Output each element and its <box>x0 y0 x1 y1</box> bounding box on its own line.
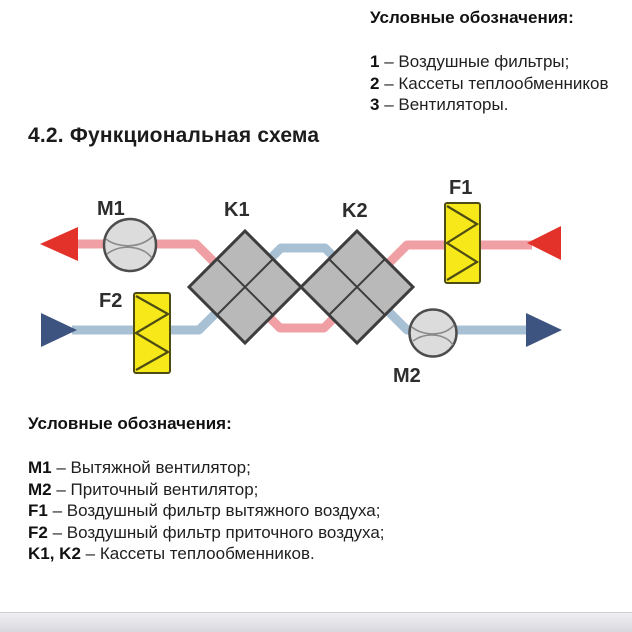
filter-f1 <box>444 202 481 284</box>
fan-m1 <box>102 217 158 273</box>
exhaust-in-arrow-icon <box>527 226 561 260</box>
exhaust-out-arrow-icon <box>40 227 78 261</box>
diagram-label-f1: F1 <box>449 177 472 199</box>
bottom-bar <box>0 612 632 632</box>
diagram-label-k1: K1 <box>224 199 250 221</box>
top-legend: Условные обозначения: 1 – Воздушные филь… <box>370 8 609 116</box>
legend-item: M2 – Приточный вентилятор; <box>28 479 385 501</box>
legend-item: 3 – Вентиляторы. <box>370 94 609 116</box>
legend-item: K1, K2 – Кассеты теплообменников. <box>28 543 385 565</box>
legend-item-key: 3 <box>370 95 380 115</box>
heat-exchanger-divider <box>328 258 386 316</box>
legend-item-key: 1 <box>370 52 380 71</box>
heat-exchanger-divider <box>216 258 274 316</box>
legend-item: F2 – Воздушный фильтр приточного воздуха… <box>28 522 385 544</box>
diagram-label-k2: K2 <box>342 200 368 222</box>
fan-blade-icon <box>106 246 153 259</box>
legend-item-text: – Кассеты теплообменников <box>384 73 609 93</box>
legend-item-text: – Вентиляторы. <box>384 95 509 115</box>
filter-zigzag-icon <box>444 205 480 281</box>
legend-item-text: – Воздушные фильтры; <box>384 52 570 71</box>
exhaust-air-line <box>76 239 532 333</box>
legend-item-key: K1, K2 <box>28 544 81 564</box>
legend-item-text: – Кассеты теплообменников. <box>85 544 315 564</box>
legend-item: 1 – Воздушные фильтры; <box>370 51 609 73</box>
bottom-legend-items: M1 – Вытяжной вентилятор; M2 – Приточный… <box>28 457 385 565</box>
top-legend-title: Условные обозначения: <box>370 8 574 27</box>
legend-item-key: F2 <box>28 522 48 542</box>
legend-item-text: – Вытяжной вентилятор; <box>56 458 251 477</box>
legend-item: 2 – Кассеты теплообменников <box>370 73 609 95</box>
legend-item-key: 2 <box>370 73 380 93</box>
diagram-label-m1: M1 <box>97 198 125 220</box>
legend-item-text: – Воздушный фильтр приточного воздуха; <box>52 522 385 542</box>
fan-blade-icon <box>411 324 455 335</box>
fan-body <box>408 308 458 358</box>
diagram-label-m2: M2 <box>393 365 421 387</box>
legend-item: M1 – Вытяжной вентилятор; <box>28 457 385 479</box>
diagram-label-f2: F2 <box>99 290 122 312</box>
supply-in-arrow-icon <box>41 313 77 347</box>
legend-item: F1 – Воздушный фильтр вытяжного воздуха; <box>28 500 385 522</box>
legend-item-key: F1 <box>28 501 48 521</box>
supply-out-arrow-icon <box>526 313 562 347</box>
fan-m2 <box>408 308 458 358</box>
legend-item-key: M1 <box>28 458 52 477</box>
legend-item-text: – Приточный вентилятор; <box>56 479 259 499</box>
legend-item-text: – Воздушный фильтр вытяжного воздуха; <box>52 501 381 521</box>
top-legend-items: 1 – Воздушные фильтры; 2 – Кассеты тепло… <box>370 51 609 116</box>
heat-exchanger-k2 <box>298 228 416 346</box>
section-heading: 4.2. Функциональная схема <box>28 124 320 147</box>
bottom-legend: Условные обозначения: M1 – Вытяжной вент… <box>28 414 385 565</box>
fan-blade-icon <box>412 334 454 346</box>
filter-zigzag-icon <box>133 295 171 371</box>
fan-blade-icon <box>105 235 154 247</box>
legend-item-key: M2 <box>28 479 52 499</box>
bottom-legend-title: Условные обозначения: <box>28 414 232 433</box>
filter-f2 <box>133 292 171 374</box>
